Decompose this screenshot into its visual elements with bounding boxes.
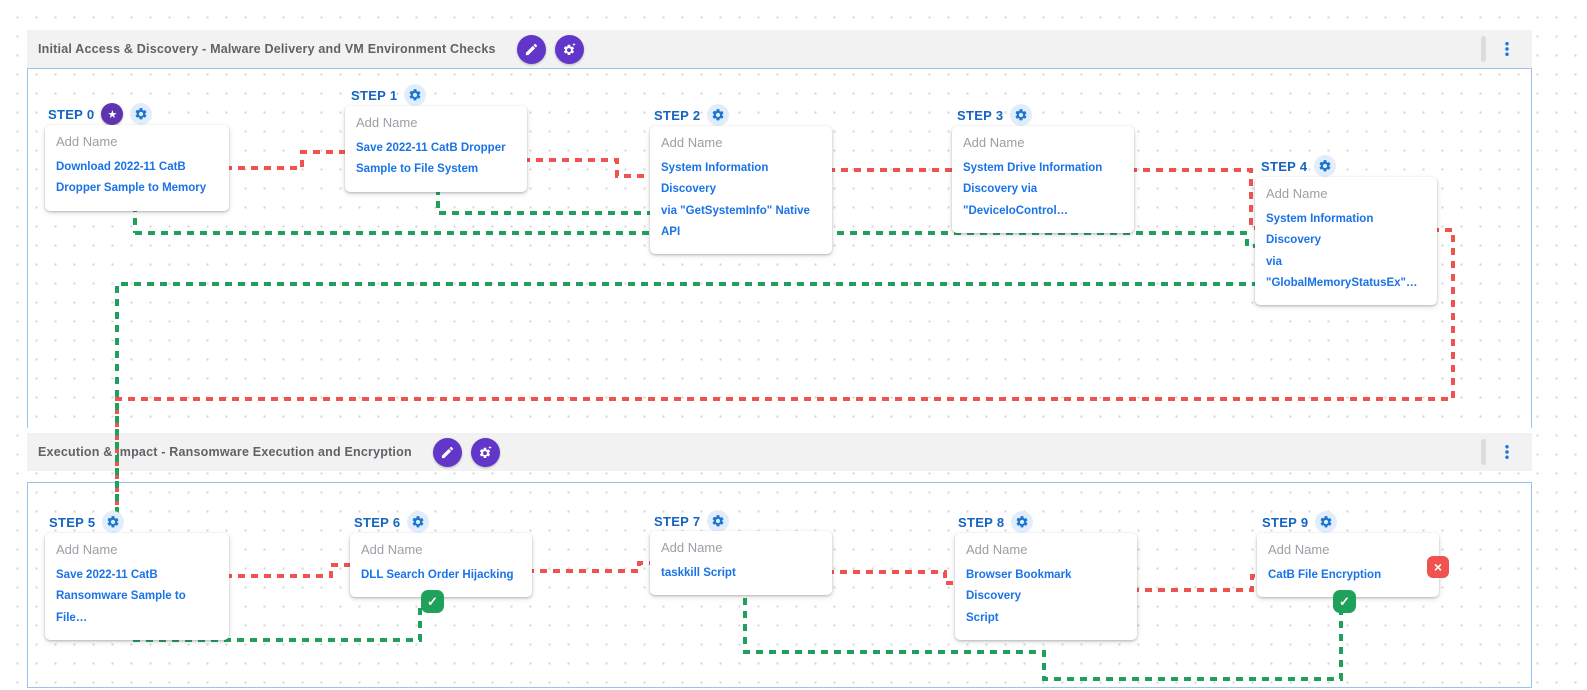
step7-card[interactable]: Add Name taskkill Script xyxy=(650,531,832,596)
scenario-link[interactable]: System Information Discovery via "Global… xyxy=(1266,213,1418,289)
step-settings-button[interactable] xyxy=(404,84,427,106)
step4-header: STEP 4 xyxy=(1261,155,1337,177)
gear-icon xyxy=(412,516,424,528)
step-name-input[interactable]: Add Name xyxy=(361,542,423,557)
scenario-link[interactable]: taskkill Script xyxy=(661,567,736,579)
step-label: STEP 0 xyxy=(48,106,95,122)
star-badge: ★ xyxy=(101,103,124,125)
phase-settings-button[interactable] xyxy=(470,437,500,467)
error-badge: × xyxy=(1427,556,1449,578)
step-label: STEP 6 xyxy=(354,514,401,530)
gear-sparkle-icon xyxy=(478,445,493,460)
star-icon: ★ xyxy=(107,108,118,121)
step-settings-button[interactable] xyxy=(102,511,125,533)
step-label: STEP 3 xyxy=(957,107,1004,123)
step7-header: STEP 7 xyxy=(654,510,730,532)
step-label: STEP 7 xyxy=(654,513,701,529)
gear-icon xyxy=(409,89,421,101)
scenario-link[interactable]: DLL Search Order Hijacking xyxy=(361,569,514,581)
step6-card[interactable]: Add Name DLL Search Order Hijacking xyxy=(350,533,532,598)
header-scrollbar-thumb[interactable] xyxy=(1481,439,1486,465)
phase-title: Execution & Impact - Ransomware Executio… xyxy=(38,445,412,459)
step2-card[interactable]: Add Name System Information Discovery vi… xyxy=(650,126,832,255)
kebab-menu-icon xyxy=(1505,42,1509,56)
step-label: STEP 4 xyxy=(1261,158,1308,174)
step-name-input[interactable]: Add Name xyxy=(966,542,1028,557)
phase-header-initial-access: Initial Access & Discovery - Malware Del… xyxy=(27,30,1532,68)
scenario-link[interactable]: Download 2022-11 CatB Dropper Sample to … xyxy=(56,161,207,195)
scenario-link[interactable]: Save 2022-11 CatB Ransomware Sample to F… xyxy=(56,569,186,624)
gear-icon xyxy=(1319,160,1331,172)
gear-icon xyxy=(107,516,119,528)
kebab-menu-icon xyxy=(1505,445,1509,459)
gear-icon xyxy=(1320,516,1332,528)
step-label: STEP 1 xyxy=(351,87,398,103)
phase-header-execution-impact: Execution & Impact - Ransomware Executio… xyxy=(27,433,1532,471)
gear-sparkle-icon xyxy=(562,42,577,57)
step5-card[interactable]: Add Name Save 2022-11 CatB Ransomware Sa… xyxy=(45,533,229,640)
step3-header: STEP 3 xyxy=(957,104,1033,126)
gear-icon xyxy=(712,109,724,121)
step-settings-button[interactable] xyxy=(407,511,430,533)
step-settings-button[interactable] xyxy=(1315,511,1338,533)
step9-card[interactable]: Add Name CatB File Encryption xyxy=(1257,533,1439,598)
gear-icon xyxy=(712,515,724,527)
cross-icon: × xyxy=(1433,559,1443,575)
step0-card[interactable]: Add Name Download 2022-11 CatB Dropper S… xyxy=(45,125,229,211)
scenario-link[interactable]: Save 2022-11 CatB Dropper Sample to File… xyxy=(356,142,506,176)
step-name-input[interactable]: Add Name xyxy=(1268,542,1330,557)
step-settings-button[interactable] xyxy=(707,510,730,532)
gear-icon xyxy=(135,108,147,120)
step3-card[interactable]: Add Name System Drive Information Discov… xyxy=(952,126,1134,233)
step-settings-button[interactable] xyxy=(1010,104,1033,126)
success-badge: ✓ xyxy=(1333,590,1356,613)
edit-phase-button[interactable] xyxy=(432,437,462,467)
edit-phase-button[interactable] xyxy=(516,34,546,64)
step8-header: STEP 8 xyxy=(958,511,1034,533)
step-label: STEP 2 xyxy=(654,107,701,123)
step6-header: STEP 6 xyxy=(354,511,430,533)
step-label: STEP 8 xyxy=(958,514,1005,530)
step-settings-button[interactable] xyxy=(130,103,153,125)
step-settings-button[interactable] xyxy=(1011,511,1034,533)
check-icon: ✓ xyxy=(427,593,438,609)
step-name-input[interactable]: Add Name xyxy=(963,135,1025,150)
scenario-link[interactable]: CatB File Encryption xyxy=(1268,569,1382,581)
phase-more-menu-button[interactable] xyxy=(1496,439,1518,465)
step4-card[interactable]: Add Name System Information Discovery vi… xyxy=(1255,177,1437,306)
step-name-input[interactable]: Add Name xyxy=(1266,186,1328,201)
step-name-input[interactable]: Add Name xyxy=(356,115,418,130)
phase-title: Initial Access & Discovery - Malware Del… xyxy=(38,42,496,56)
step-label: STEP 9 xyxy=(1262,514,1309,530)
step1-header: STEP 1 xyxy=(351,84,427,106)
step2-header: STEP 2 xyxy=(654,104,730,126)
check-icon: ✓ xyxy=(1339,593,1350,609)
phase-settings-button[interactable] xyxy=(554,34,584,64)
success-badge: ✓ xyxy=(421,590,444,613)
step8-card[interactable]: Add Name Browser Bookmark Discovery Scri… xyxy=(955,533,1137,640)
step9-header: STEP 9 xyxy=(1262,511,1338,533)
step-name-input[interactable]: Add Name xyxy=(56,542,118,557)
scenario-link[interactable]: System Information Discovery via "GetSys… xyxy=(661,162,810,238)
step1-card[interactable]: Add Name Save 2022-11 CatB Dropper Sampl… xyxy=(345,106,527,192)
scenario-link[interactable]: Browser Bookmark Discovery Script xyxy=(966,569,1072,624)
pencil-icon xyxy=(525,43,537,55)
step-label: STEP 5 xyxy=(49,514,96,530)
gear-icon xyxy=(1016,516,1028,528)
step-settings-button[interactable] xyxy=(707,104,730,126)
step-name-input[interactable]: Add Name xyxy=(56,134,118,149)
step0-header: STEP 0 ★ xyxy=(48,103,153,125)
step-name-input[interactable]: Add Name xyxy=(661,540,723,555)
step-settings-button[interactable] xyxy=(1314,155,1337,177)
pencil-icon xyxy=(441,446,453,458)
step5-header: STEP 5 xyxy=(49,511,125,533)
step-name-input[interactable]: Add Name xyxy=(661,135,723,150)
phase-more-menu-button[interactable] xyxy=(1496,36,1518,62)
gear-icon xyxy=(1015,109,1027,121)
phase-body-initial-access xyxy=(27,68,1532,428)
header-scrollbar-thumb[interactable] xyxy=(1481,36,1486,62)
scenario-link[interactable]: System Drive Information Discovery via "… xyxy=(963,162,1103,217)
